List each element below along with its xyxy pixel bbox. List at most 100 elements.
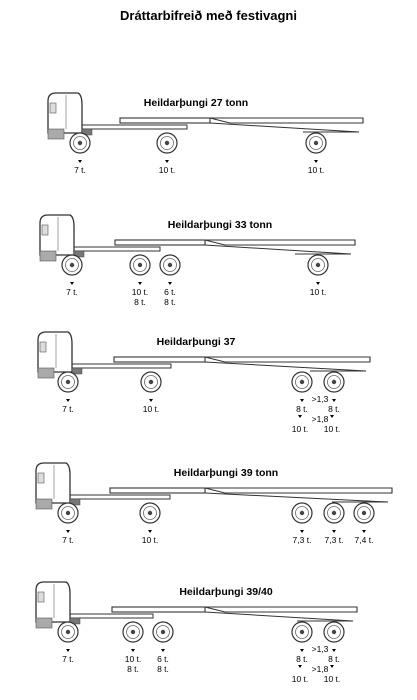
- bumper: [37, 367, 55, 379]
- wheel: [57, 371, 79, 393]
- axle-load: 8 t.: [296, 654, 308, 664]
- load-arrow: [300, 530, 304, 533]
- bumper: [47, 128, 65, 140]
- load-arrow: [316, 282, 320, 285]
- wheel: [140, 371, 162, 393]
- page-title: Dráttarbifreið með festivagni: [120, 8, 297, 23]
- vehicle-3: Heildarþungi 377 t.10 t.>1,38 t.8 t.>1,8…: [37, 331, 371, 434]
- vehicle-label: Heildarþungi 37: [157, 336, 236, 348]
- axle-load: 7 t.: [62, 535, 74, 545]
- load-arrow: [78, 160, 82, 163]
- vehicle-label: Heildarþungi 39 tonn: [174, 467, 278, 479]
- load-arrow: [300, 649, 304, 652]
- load-arrow: [66, 399, 70, 402]
- load-arrow: [66, 530, 70, 533]
- tractor-cab: [47, 92, 93, 140]
- wheel: [122, 621, 144, 643]
- load-arrow: [168, 282, 172, 285]
- wheel: [291, 621, 313, 643]
- load-arrow: [314, 160, 318, 163]
- axle-load: 7,4 t.: [355, 535, 374, 545]
- tractor-cab: [35, 581, 81, 629]
- axle-load: 10 t.: [132, 287, 149, 297]
- axle-load: 8 t.: [127, 664, 139, 674]
- load-arrow: [131, 649, 135, 652]
- mirror: [41, 224, 49, 236]
- load-arrow: [332, 399, 336, 402]
- load-arrow: [298, 415, 302, 418]
- axle-load: 10 t.: [324, 674, 341, 684]
- mirror: [49, 102, 57, 114]
- axle-load: 10 t.: [324, 424, 341, 434]
- wheel: [156, 132, 178, 154]
- axle-spacing: >1,3: [312, 644, 329, 654]
- wheel: [61, 254, 83, 276]
- axle-load: 8 t.: [157, 664, 169, 674]
- semi-trailer: [109, 487, 393, 503]
- axle-load: 10 t.: [142, 535, 159, 545]
- semi-trailer: [119, 117, 364, 133]
- axle-load: 8 t.: [296, 404, 308, 414]
- semi-trailer: [113, 356, 371, 372]
- wheel: [291, 502, 313, 524]
- load-arrow: [300, 399, 304, 402]
- fuel-tank: [69, 498, 81, 506]
- tractor-cab: [35, 462, 81, 510]
- axle-load: 10 t.: [308, 165, 325, 175]
- tractor-cab: [39, 214, 85, 262]
- wheel: [57, 502, 79, 524]
- load-arrow: [165, 160, 169, 163]
- tractor-chassis: [69, 494, 171, 500]
- semi-trailer: [114, 239, 356, 255]
- load-arrow: [332, 530, 336, 533]
- axle-load: 7,3 t.: [293, 535, 312, 545]
- vehicle-label: Heildarþungi 39/40: [179, 586, 273, 598]
- tractor-cab: [37, 331, 83, 379]
- axle-load: 8 t.: [328, 654, 340, 664]
- axle-load: 8 t.: [134, 297, 146, 307]
- load-arrow: [332, 649, 336, 652]
- tractor-chassis: [69, 613, 154, 619]
- wheel: [305, 132, 327, 154]
- wheel: [129, 254, 151, 276]
- axle-load: 10 t.: [143, 404, 160, 414]
- wheel: [353, 502, 375, 524]
- bumper: [35, 617, 53, 629]
- load-arrow: [362, 530, 366, 533]
- load-arrow: [138, 282, 142, 285]
- fuel-tank: [69, 617, 81, 625]
- load-arrow: [298, 665, 302, 668]
- mirror: [39, 341, 47, 353]
- axle-spacing: >1,3: [312, 394, 329, 404]
- load-arrow: [330, 415, 334, 418]
- wheel: [57, 621, 79, 643]
- load-arrow: [70, 282, 74, 285]
- axle-load: 7 t.: [62, 654, 74, 664]
- fuel-tank: [81, 128, 93, 136]
- axle-load: 7 t.: [66, 287, 78, 297]
- wheel: [323, 371, 345, 393]
- axle-load: 7 t.: [74, 165, 86, 175]
- semi-trailer: [111, 606, 358, 622]
- bumper: [39, 250, 57, 262]
- axle-load: 10 t.: [125, 654, 142, 664]
- axle-load: 6 t.: [157, 654, 169, 664]
- wheel: [323, 502, 345, 524]
- axle-load: 8 t.: [164, 297, 176, 307]
- axle-load: 10 t.: [292, 674, 309, 684]
- wheel: [152, 621, 174, 643]
- axle-load: 6 t.: [164, 287, 176, 297]
- wheel: [139, 502, 161, 524]
- axle-spacing: >1,8: [312, 414, 329, 424]
- axle-load: 7 t.: [62, 404, 74, 414]
- wheel: [323, 621, 345, 643]
- axle-load: 10 t.: [310, 287, 327, 297]
- mirror: [37, 472, 45, 484]
- bumper: [35, 498, 53, 510]
- wheel: [291, 371, 313, 393]
- wheel: [69, 132, 91, 154]
- vehicle-5: Heildarþungi 39/407 t.10 t.8 t.6 t.8 t.>…: [35, 581, 358, 684]
- wheel: [159, 254, 181, 276]
